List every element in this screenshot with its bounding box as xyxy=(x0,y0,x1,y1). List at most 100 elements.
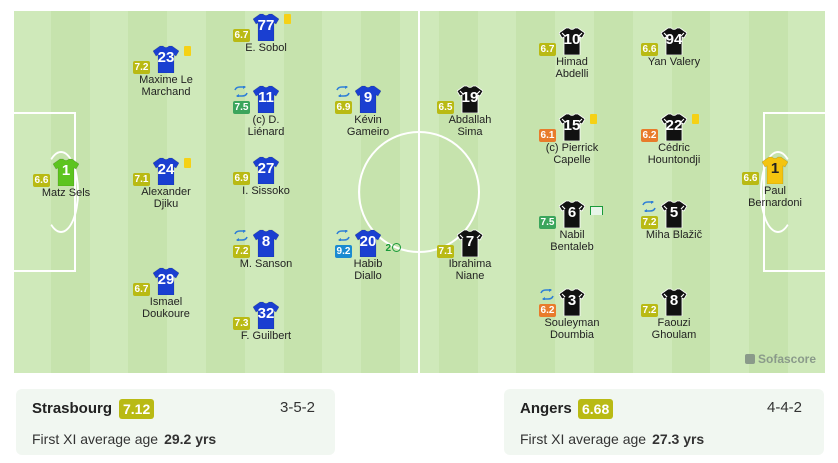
player-rating-badge: 7.2 xyxy=(641,304,658,317)
player-rating-badge: 7.3 xyxy=(233,317,250,330)
player-name: F. Guilbert xyxy=(240,330,292,342)
player-number: 5 xyxy=(669,204,679,221)
jersey-icon xyxy=(661,113,687,141)
player-number: 10 xyxy=(563,31,581,48)
player-number: 24 xyxy=(157,161,175,178)
player-number: 6 xyxy=(567,204,577,221)
player-rating-badge: 7.5 xyxy=(539,216,556,229)
brand-text: Sofascore xyxy=(758,352,817,366)
jersey-icon xyxy=(253,85,279,113)
player-number: 27 xyxy=(257,160,275,177)
jersey-icon xyxy=(253,13,279,41)
jersey-icon xyxy=(457,85,483,113)
home-team-panel[interactable]: Strasbourg 7.12 3-5-2 First XI average a… xyxy=(16,389,335,455)
home-age-label: First XI average age xyxy=(32,431,159,447)
home-age-value: 29.2 yrs xyxy=(164,431,217,447)
left-penalty-arc xyxy=(43,151,79,233)
player-rating-badge: 6.9 xyxy=(233,172,250,185)
jersey-icon xyxy=(355,85,381,113)
substitution-icon xyxy=(234,230,248,241)
jersey-icon xyxy=(559,113,585,141)
jersey-icon xyxy=(153,157,179,185)
player-name: Miha Blažič xyxy=(645,229,703,241)
brand-logo: Sofascore xyxy=(745,352,816,366)
home-team-rating: 7.12 xyxy=(119,399,155,419)
player-number: 11 xyxy=(258,89,274,106)
jersey-icon xyxy=(153,45,179,73)
player-name: Paul Bernardoni xyxy=(748,185,802,209)
player-name: Himad Abdelli xyxy=(555,56,589,80)
jersey-icon xyxy=(559,288,585,316)
yellow-card-icon xyxy=(692,114,699,124)
player-number: 7 xyxy=(465,233,475,250)
jersey-icon xyxy=(253,156,279,184)
player-name: Ibrahima Niane xyxy=(448,258,492,282)
jersey-icon xyxy=(661,200,687,228)
player-number: 94 xyxy=(665,31,683,48)
player-name: Faouzi Ghoulam xyxy=(651,317,697,341)
player-name: Abdallah Sima xyxy=(448,114,492,138)
player-name: Yan Valery xyxy=(647,56,701,68)
jersey-icon xyxy=(762,156,788,184)
jersey-icon xyxy=(559,200,585,228)
player-rating-badge: 7.2 xyxy=(233,245,250,258)
substitution-icon xyxy=(642,201,656,212)
yellow-card-icon xyxy=(184,46,191,56)
home-formation: 3-5-2 xyxy=(280,399,316,416)
player-name: Cédric Hountondji xyxy=(647,142,701,166)
jersey-icon xyxy=(253,229,279,257)
substitution-icon xyxy=(336,230,350,241)
yellow-card-icon xyxy=(590,114,597,124)
player-number: 9 xyxy=(363,89,373,106)
player-rating-badge: 6.5 xyxy=(437,101,454,114)
player-number: 19 xyxy=(461,89,479,106)
player-rating-badge: 6.6 xyxy=(33,174,50,187)
away-team-name[interactable]: Angers xyxy=(520,400,572,417)
away-team-rating: 6.68 xyxy=(578,399,614,419)
player-name: Nabil Bentaleb xyxy=(550,229,594,253)
player-rating-badge: 7.1 xyxy=(437,245,454,258)
away-age-value: 27.3 yrs xyxy=(652,431,705,447)
away-formation: 4-4-2 xyxy=(767,399,803,416)
jersey-icon xyxy=(661,288,687,316)
yellow-card-icon xyxy=(284,14,291,24)
home-team-name[interactable]: Strasbourg xyxy=(32,400,113,417)
player-rating-badge: 6.7 xyxy=(233,29,250,42)
substitution-icon xyxy=(540,289,554,300)
player-name: M. Sanson xyxy=(239,258,293,270)
player-number: 15 xyxy=(563,117,581,134)
